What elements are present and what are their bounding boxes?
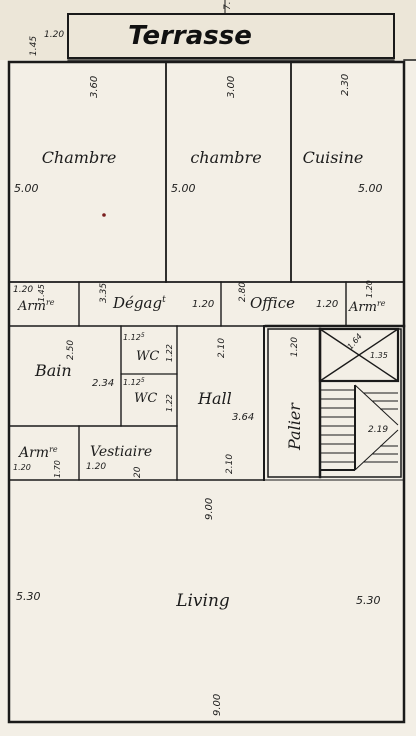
dim-chambre-2-depth: 5.00: [171, 182, 196, 195]
dim-stair-run: 2.19: [368, 425, 388, 435]
dim-arm-bottom-depth: 1.70: [53, 460, 62, 478]
dim-arm-bottom-width: 1.20: [13, 463, 31, 472]
dim-arm-left-depth: 1.45: [37, 284, 46, 302]
dim-terrasse-width: 1.20: [44, 30, 64, 40]
dim-office-width: 2.80: [238, 282, 248, 302]
dim-vestiaire-depth: 20: [133, 466, 143, 478]
label-degagement: Dégagt: [112, 294, 166, 312]
dim-cuisine-depth: 5.00: [358, 182, 383, 195]
outer-wall: [7, 60, 406, 724]
dim-vestiaire-width: 1.20: [86, 462, 106, 472]
drawing-mark: [102, 213, 106, 217]
dim-chambre-1-width: 3.60: [89, 76, 100, 98]
dim-palier-width: 1.20: [290, 337, 300, 357]
dim-wc-2-width: 1.125: [123, 377, 145, 387]
stair-treads: [320, 384, 399, 471]
dim-wc-2-depth: 1.22: [165, 394, 174, 412]
stair-landing-diag-2: [319, 328, 399, 382]
label-hall: Hall: [197, 389, 232, 408]
dim-living-width-top: 9.00: [204, 498, 215, 520]
label-armoire-bottom: Armre: [17, 445, 58, 461]
label-terrasse: Terrasse: [128, 21, 252, 51]
dim-living-depth-right: 5.30: [356, 594, 381, 607]
dim-arm-right-width: 1.20: [365, 280, 374, 298]
dim-bain-depth: 2.50: [66, 340, 76, 360]
dim-hall-depth: 3.64: [232, 412, 254, 423]
dim-living-depth-left: 5.30: [16, 590, 41, 603]
dim-terrasse-depth: 1.45: [29, 36, 39, 56]
paper-top-band: [0, 0, 416, 60]
dim-living-width-bottom: 9.00: [212, 694, 223, 716]
dim-stair-width: 1.35: [370, 351, 388, 360]
label-palier: Palier: [285, 402, 304, 451]
label-cuisine: Cuisine: [303, 148, 364, 167]
label-vestiaire: Vestiaire: [90, 444, 152, 460]
dim-hall-width-bottom: 2.10: [225, 454, 235, 474]
label-living: Living: [175, 591, 230, 611]
dim-chambre-2-width: 3.00: [226, 76, 237, 98]
dim-top-edge: 7.: [223, 1, 233, 10]
dim-degag-depth: 1.20: [192, 299, 214, 310]
label-wc-2: WC: [134, 391, 157, 406]
label-chambre-1: Chambre: [42, 148, 117, 167]
dim-wc-1-width: 1.125: [123, 332, 145, 342]
dim-office-depth: 1.20: [316, 299, 338, 310]
label-armoire-right: Armre: [348, 299, 386, 315]
label-armoire-left: Armre: [17, 298, 55, 314]
dim-hall-width-top: 2.10: [217, 338, 227, 358]
dim-arm-left-width: 1.20: [13, 285, 33, 295]
label-bain: Bain: [34, 361, 72, 380]
terrasse-outline: [67, 13, 395, 59]
label-office: Office: [250, 294, 295, 312]
stair-landing-box: [318, 327, 400, 383]
dim-degag-width: 3.35: [99, 283, 109, 303]
dim-bain-width: 2.34: [92, 378, 114, 389]
dim-chambre-1-depth: 5.00: [14, 182, 39, 195]
dim-wc-1-depth: 1.22: [165, 344, 174, 362]
label-chambre-2: chambre: [190, 148, 261, 167]
dim-cuisine-width: 2.30: [340, 74, 351, 96]
label-wc-1: WC: [136, 349, 159, 364]
